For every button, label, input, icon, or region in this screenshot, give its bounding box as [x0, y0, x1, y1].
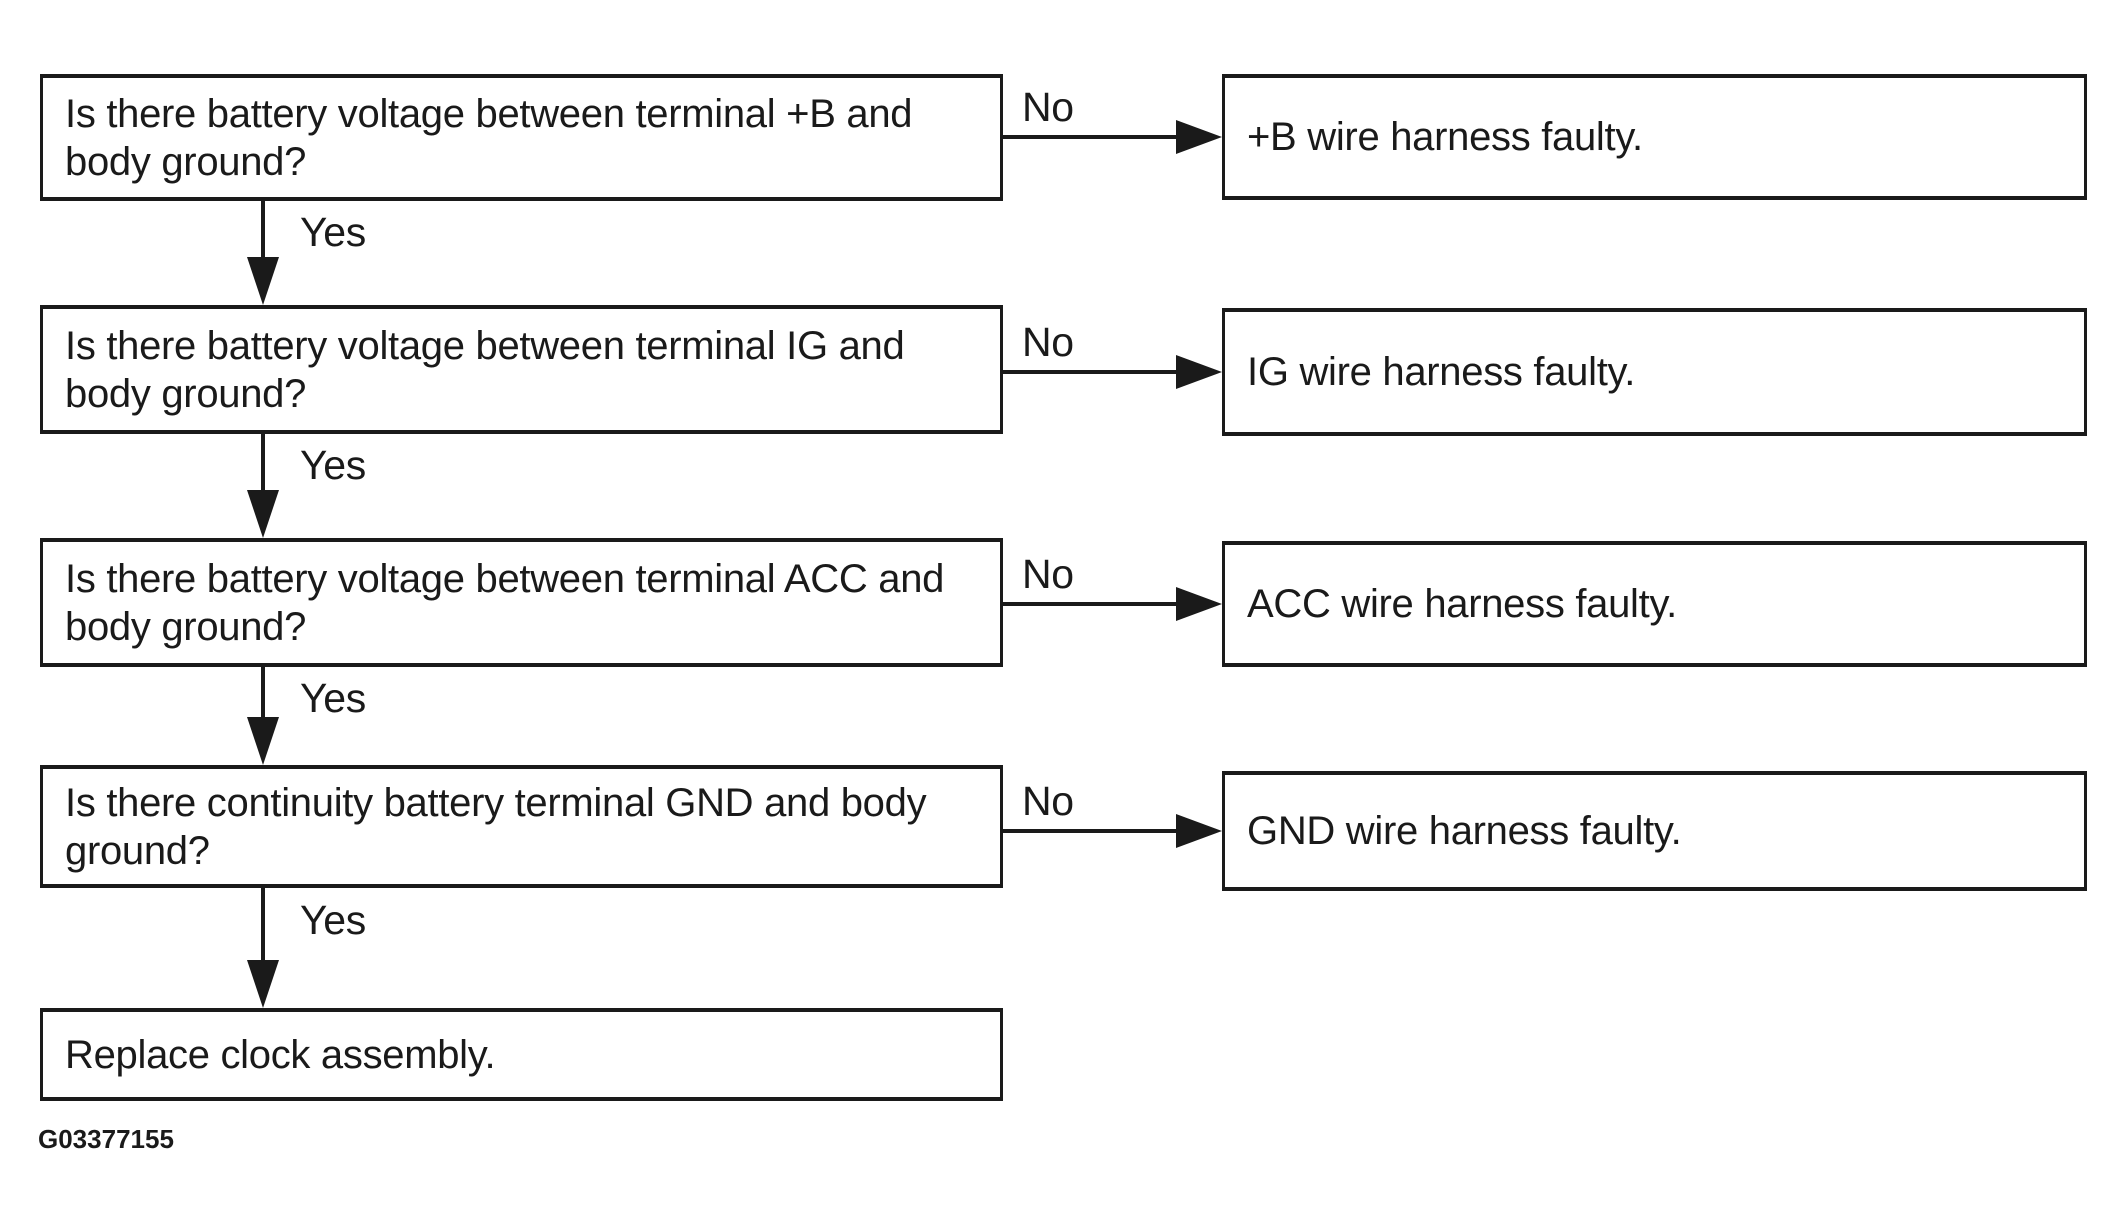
yes-arrow-line-2 — [261, 434, 265, 492]
yes-arrow-head-4 — [247, 960, 279, 1008]
no-arrow-head-1 — [1176, 120, 1222, 154]
result-box-ig: IG wire harness faulty. — [1222, 308, 2087, 436]
no-label-2: No — [1022, 319, 1074, 365]
yes-label-3: Yes — [300, 675, 366, 721]
no-label-1: No — [1022, 84, 1074, 130]
yes-arrow-head-2 — [247, 490, 279, 538]
question-box-ig: Is there battery voltage between termina… — [40, 305, 1003, 434]
no-arrow-line-2 — [1001, 370, 1178, 374]
question-line: ground? — [65, 828, 210, 873]
yes-label-2: Yes — [300, 442, 366, 488]
no-arrow-head-4 — [1176, 814, 1222, 848]
yes-label-4: Yes — [300, 897, 366, 943]
question-box-plus-b: Is there battery voltage between termina… — [40, 74, 1003, 201]
no-arrow-head-2 — [1176, 355, 1222, 389]
question-line: Is there battery voltage between termina… — [65, 323, 905, 368]
yes-arrow-head-1 — [247, 257, 279, 305]
result-box-plus-b: +B wire harness faulty. — [1222, 74, 2087, 200]
question-box-acc: Is there battery voltage between termina… — [40, 538, 1003, 667]
no-arrow-line-3 — [1001, 602, 1178, 606]
yes-arrow-head-3 — [247, 717, 279, 765]
yes-arrow-line-3 — [261, 667, 265, 719]
no-arrow-head-3 — [1176, 587, 1222, 621]
no-label-3: No — [1022, 551, 1074, 597]
question-line: body ground? — [65, 371, 307, 416]
question-line: body ground? — [65, 139, 307, 184]
no-arrow-line-1 — [1001, 135, 1178, 139]
no-label-4: No — [1022, 778, 1074, 824]
question-line: body ground? — [65, 604, 307, 649]
result-text: +B wire harness faulty. — [1247, 115, 1643, 159]
question-line: Is there continuity battery terminal GND… — [65, 780, 927, 825]
result-text: GND wire harness faulty. — [1247, 809, 1682, 853]
final-action-text: Replace clock assembly. — [65, 1032, 496, 1077]
figure-id: G03377155 — [38, 1124, 174, 1154]
question-box-gnd: Is there continuity battery terminal GND… — [40, 765, 1003, 888]
no-arrow-line-4 — [1001, 829, 1178, 833]
yes-label-1: Yes — [300, 209, 366, 255]
result-box-gnd: GND wire harness faulty. — [1222, 771, 2087, 891]
question-line: Is there battery voltage between termina… — [65, 91, 913, 136]
result-text: IG wire harness faulty. — [1247, 350, 1636, 394]
yes-arrow-line-4 — [261, 888, 265, 962]
final-action-box: Replace clock assembly. — [40, 1008, 1003, 1101]
yes-arrow-line-1 — [261, 201, 265, 259]
question-line: Is there battery voltage between termina… — [65, 556, 945, 601]
result-box-acc: ACC wire harness faulty. — [1222, 541, 2087, 667]
result-text: ACC wire harness faulty. — [1247, 582, 1677, 626]
